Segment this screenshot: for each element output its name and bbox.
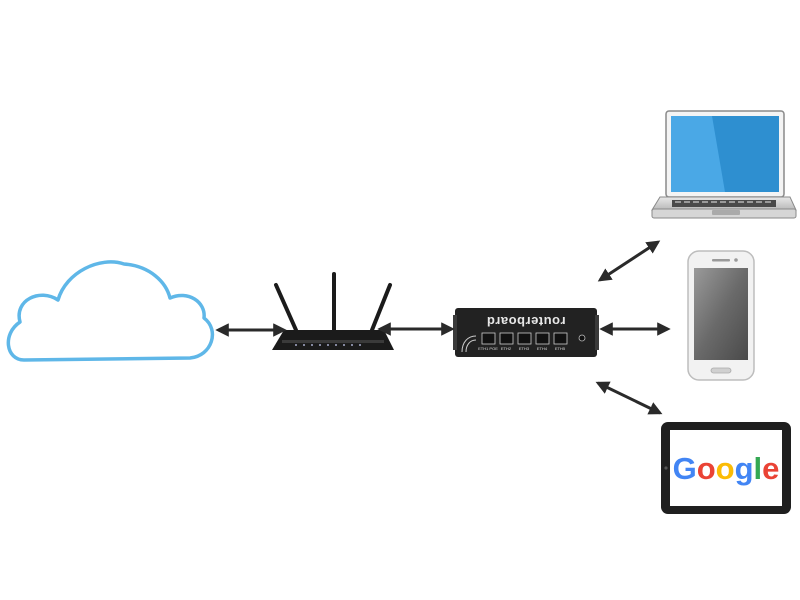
routerboard-icon: routerboard ETH1 POE ETH2 ETH3 ETH4 ETH5 (453, 308, 599, 357)
google-logo-text: Google (673, 451, 780, 486)
tablet-icon: Google (661, 422, 791, 514)
connector-routerboard-laptop (597, 240, 661, 282)
connector-routerboard-tablet (595, 381, 663, 415)
port-label-5: ETH5 (555, 346, 566, 351)
laptop-icon (651, 110, 797, 219)
cloud-icon (6, 260, 215, 362)
port-label-4: ETH4 (537, 346, 548, 351)
port-label-3: ETH3 (519, 346, 530, 351)
port-label-1: ETH1 POE (478, 346, 498, 351)
routerboard-brand-label: routerboard (486, 314, 565, 329)
wifi-router-icon (272, 272, 394, 350)
port-label-2: ETH2 (501, 346, 512, 351)
smartphone-icon (687, 250, 755, 381)
